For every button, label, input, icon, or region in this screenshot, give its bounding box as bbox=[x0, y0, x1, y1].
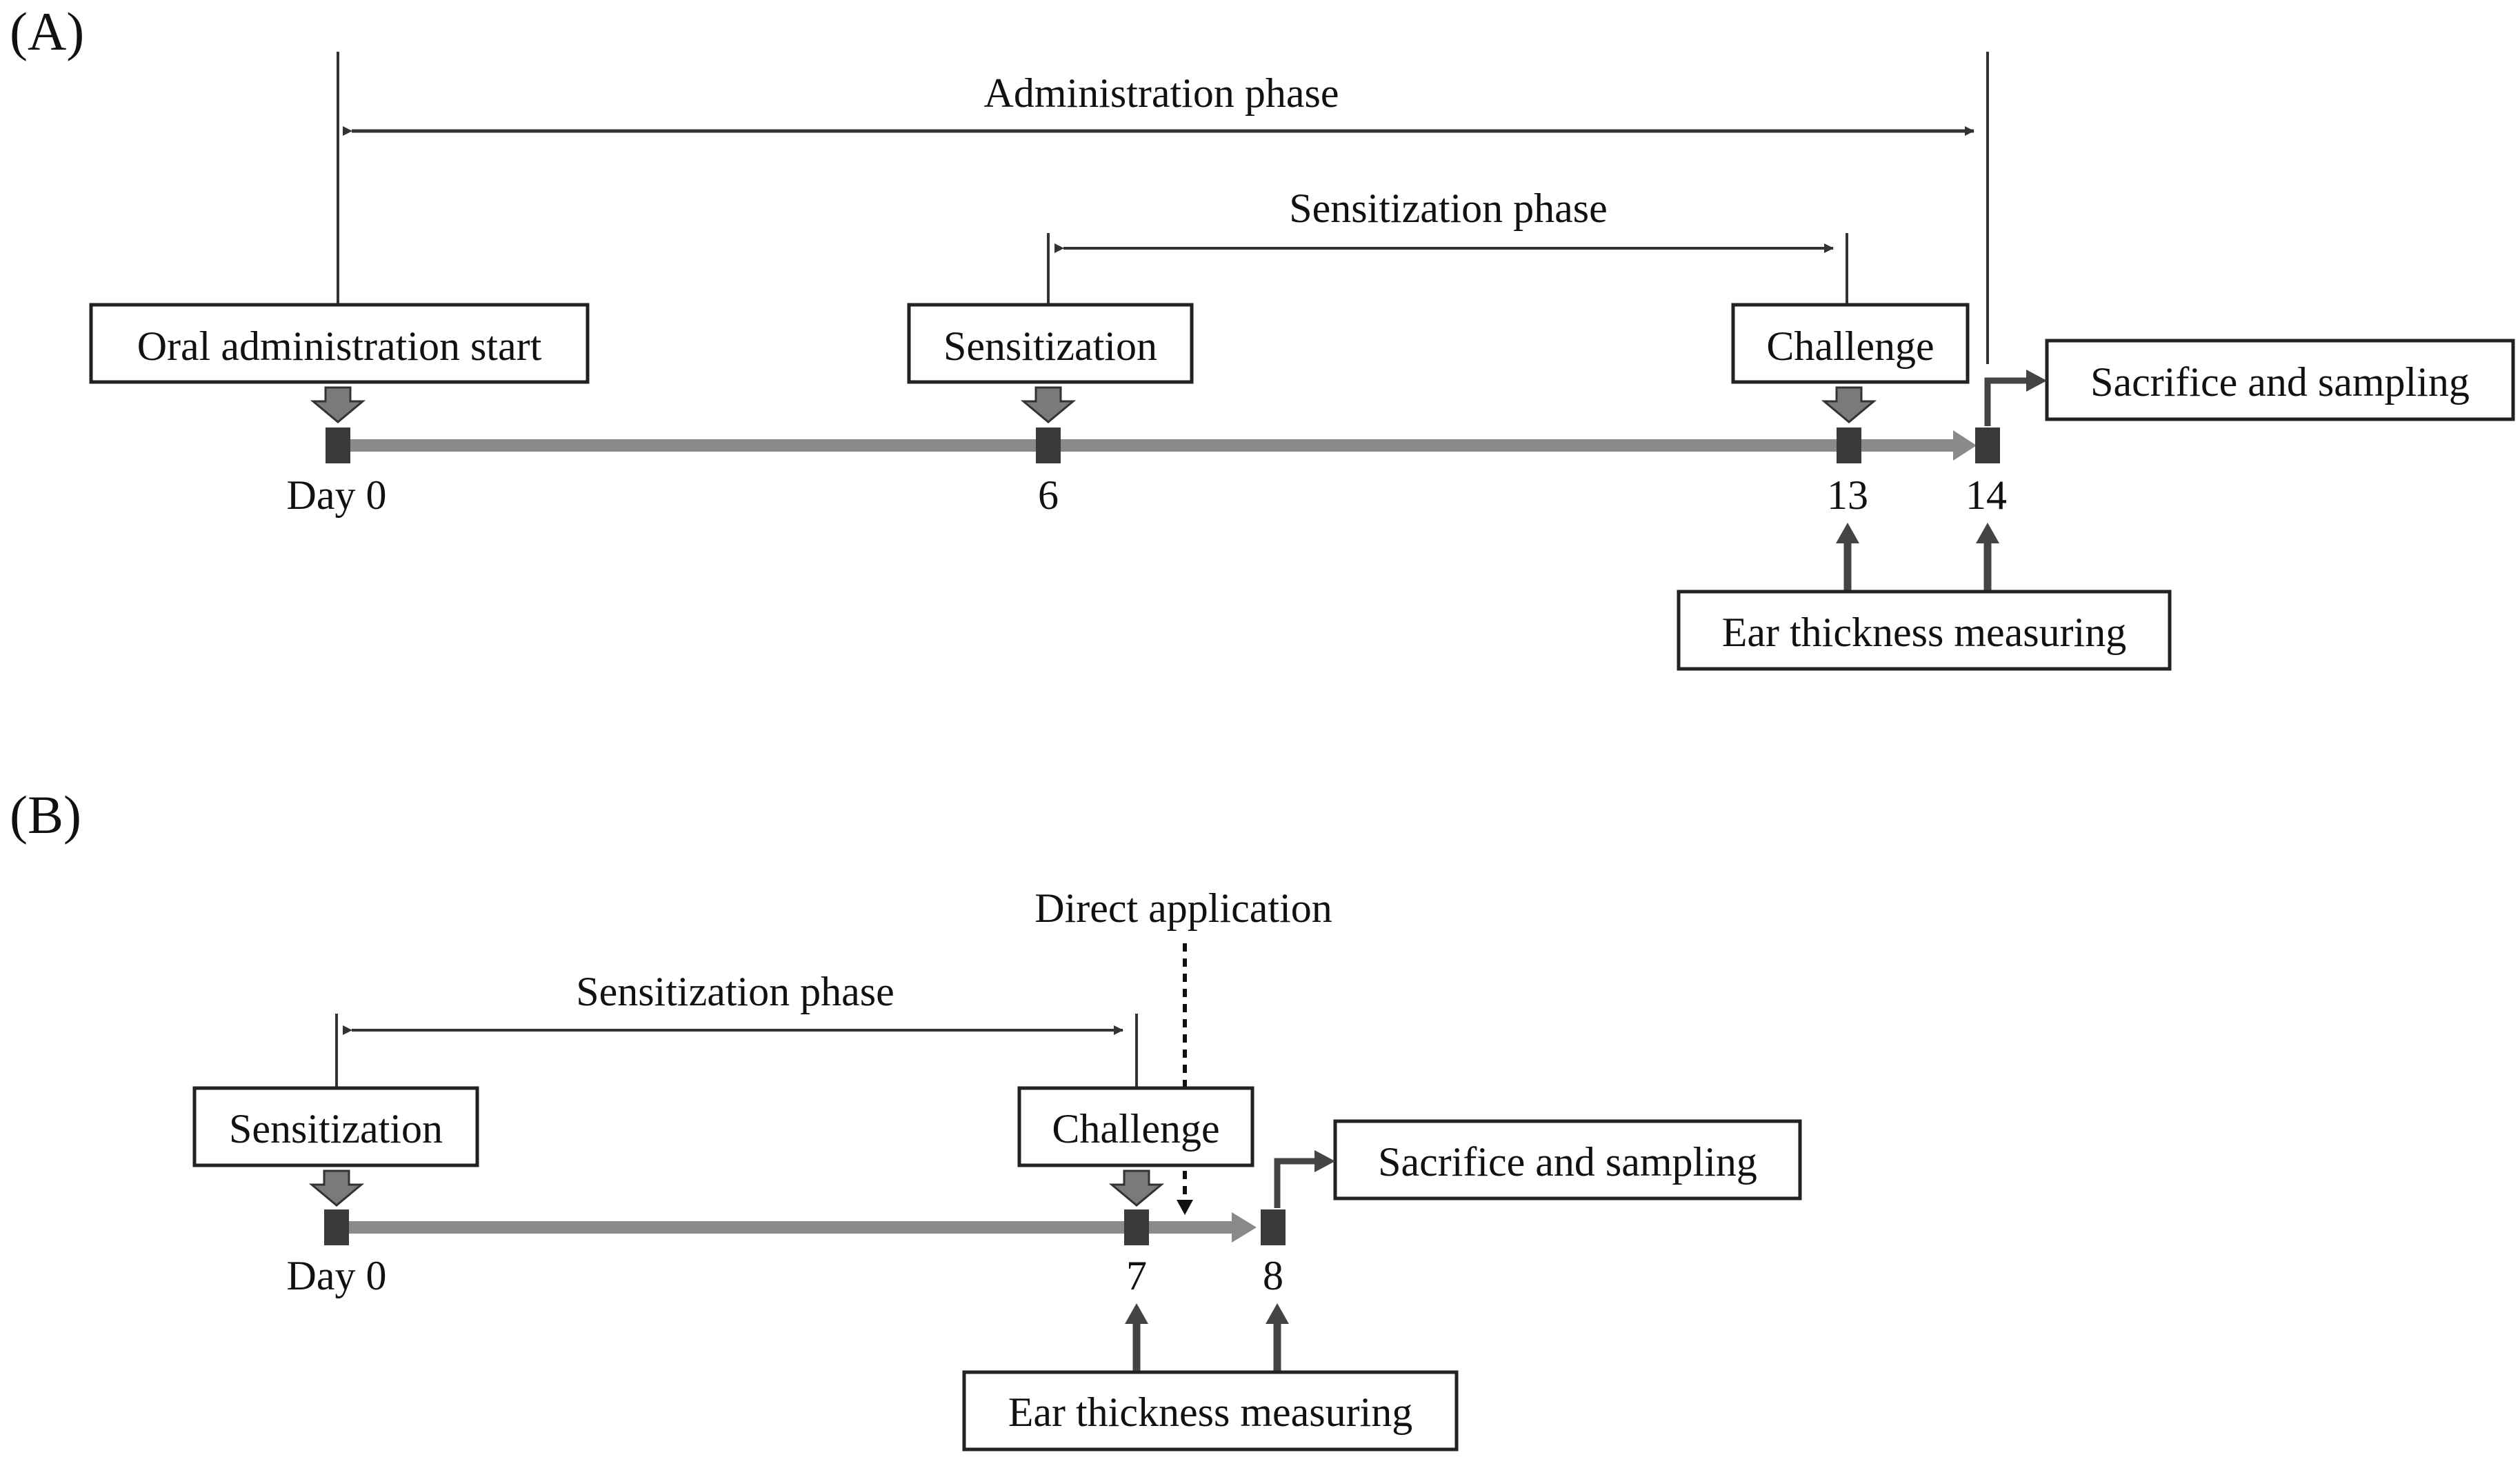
up-arrowhead bbox=[1266, 1303, 1289, 1324]
ear-thickness-box-b: Ear thickness measuring bbox=[962, 1370, 1459, 1451]
timeline-arrowhead-a bbox=[1953, 430, 1977, 461]
day-marker bbox=[1036, 428, 1061, 463]
panel-b: (B) Direct application Sensitization pha… bbox=[10, 785, 1802, 1451]
sensitization-label-b: Sensitization bbox=[229, 1106, 443, 1152]
day-label: 6 bbox=[1038, 472, 1059, 518]
day-marker bbox=[1975, 428, 2000, 463]
day-marker bbox=[1261, 1209, 1286, 1245]
elbow-arrow-b bbox=[1274, 1158, 1316, 1208]
sacrifice-sampling-box-a: Sacrifice and sampling bbox=[2045, 339, 2515, 421]
down-arrow-icon bbox=[310, 386, 366, 423]
panel-b-label: (B) bbox=[10, 785, 81, 845]
day-marker bbox=[324, 1209, 349, 1245]
sensitization-box-a: Sensitization bbox=[907, 303, 1194, 384]
administration-phase-label: Administration phase bbox=[984, 70, 1339, 116]
up-arrowhead bbox=[1836, 523, 1859, 543]
day-label: Day 0 bbox=[287, 472, 387, 518]
day-marker bbox=[326, 428, 350, 463]
ear-thickness-box-a: Ear thickness measuring bbox=[1677, 590, 2172, 671]
challenge-label-b: Challenge bbox=[1052, 1106, 1219, 1152]
challenge-label-a: Challenge bbox=[1766, 323, 1934, 369]
ear-thickness-label-b: Ear thickness measuring bbox=[1008, 1389, 1413, 1435]
up-arrowhead bbox=[1125, 1303, 1148, 1324]
day-marker bbox=[1124, 1209, 1149, 1245]
day-label: 14 bbox=[1966, 472, 2007, 518]
direct-application-arrowhead bbox=[1177, 1200, 1193, 1215]
day-label: 13 bbox=[1827, 472, 1868, 518]
panel-a-label: (A) bbox=[10, 1, 84, 61]
oral-administration-start-label: Oral administration start bbox=[137, 323, 542, 369]
down-arrow-icon bbox=[1821, 386, 1877, 423]
elbow-arrowhead-b bbox=[1314, 1150, 1335, 1172]
elbow-arrow-a bbox=[1984, 377, 2028, 426]
sensitization-label-a: Sensitization bbox=[943, 323, 1157, 369]
sensitization-phase-label-b: Sensitization phase bbox=[576, 969, 894, 1014]
oral-administration-start-box: Oral administration start bbox=[89, 303, 590, 384]
ear-thickness-label-a: Ear thickness measuring bbox=[1722, 610, 2127, 655]
timeline-arrowhead-b bbox=[1232, 1212, 1257, 1243]
sacrifice-sampling-label-a: Sacrifice and sampling bbox=[2090, 359, 2470, 405]
day-label: 8 bbox=[1263, 1253, 1283, 1298]
panel-a: (A) Administration phase Sensitization p… bbox=[10, 1, 2515, 671]
challenge-box-b: Challenge bbox=[1017, 1086, 1254, 1167]
sensitization-box-b: Sensitization bbox=[192, 1086, 479, 1167]
up-arrowhead bbox=[1976, 523, 1999, 543]
sacrifice-sampling-box-b: Sacrifice and sampling bbox=[1333, 1119, 1802, 1200]
down-arrow-icon bbox=[1108, 1169, 1165, 1207]
challenge-box-a: Challenge bbox=[1731, 303, 1970, 384]
elbow-arrowhead-a bbox=[2026, 370, 2047, 392]
direct-application-label: Direct application bbox=[1034, 885, 1332, 931]
down-arrow-icon bbox=[1020, 386, 1077, 423]
sacrifice-sampling-label-b: Sacrifice and sampling bbox=[1378, 1139, 1757, 1185]
down-arrow-icon bbox=[308, 1169, 365, 1207]
day-label: Day 0 bbox=[287, 1253, 387, 1298]
day-label: 7 bbox=[1126, 1253, 1147, 1298]
day-marker bbox=[1837, 428, 1861, 463]
sensitization-phase-label-a: Sensitization phase bbox=[1289, 185, 1608, 231]
